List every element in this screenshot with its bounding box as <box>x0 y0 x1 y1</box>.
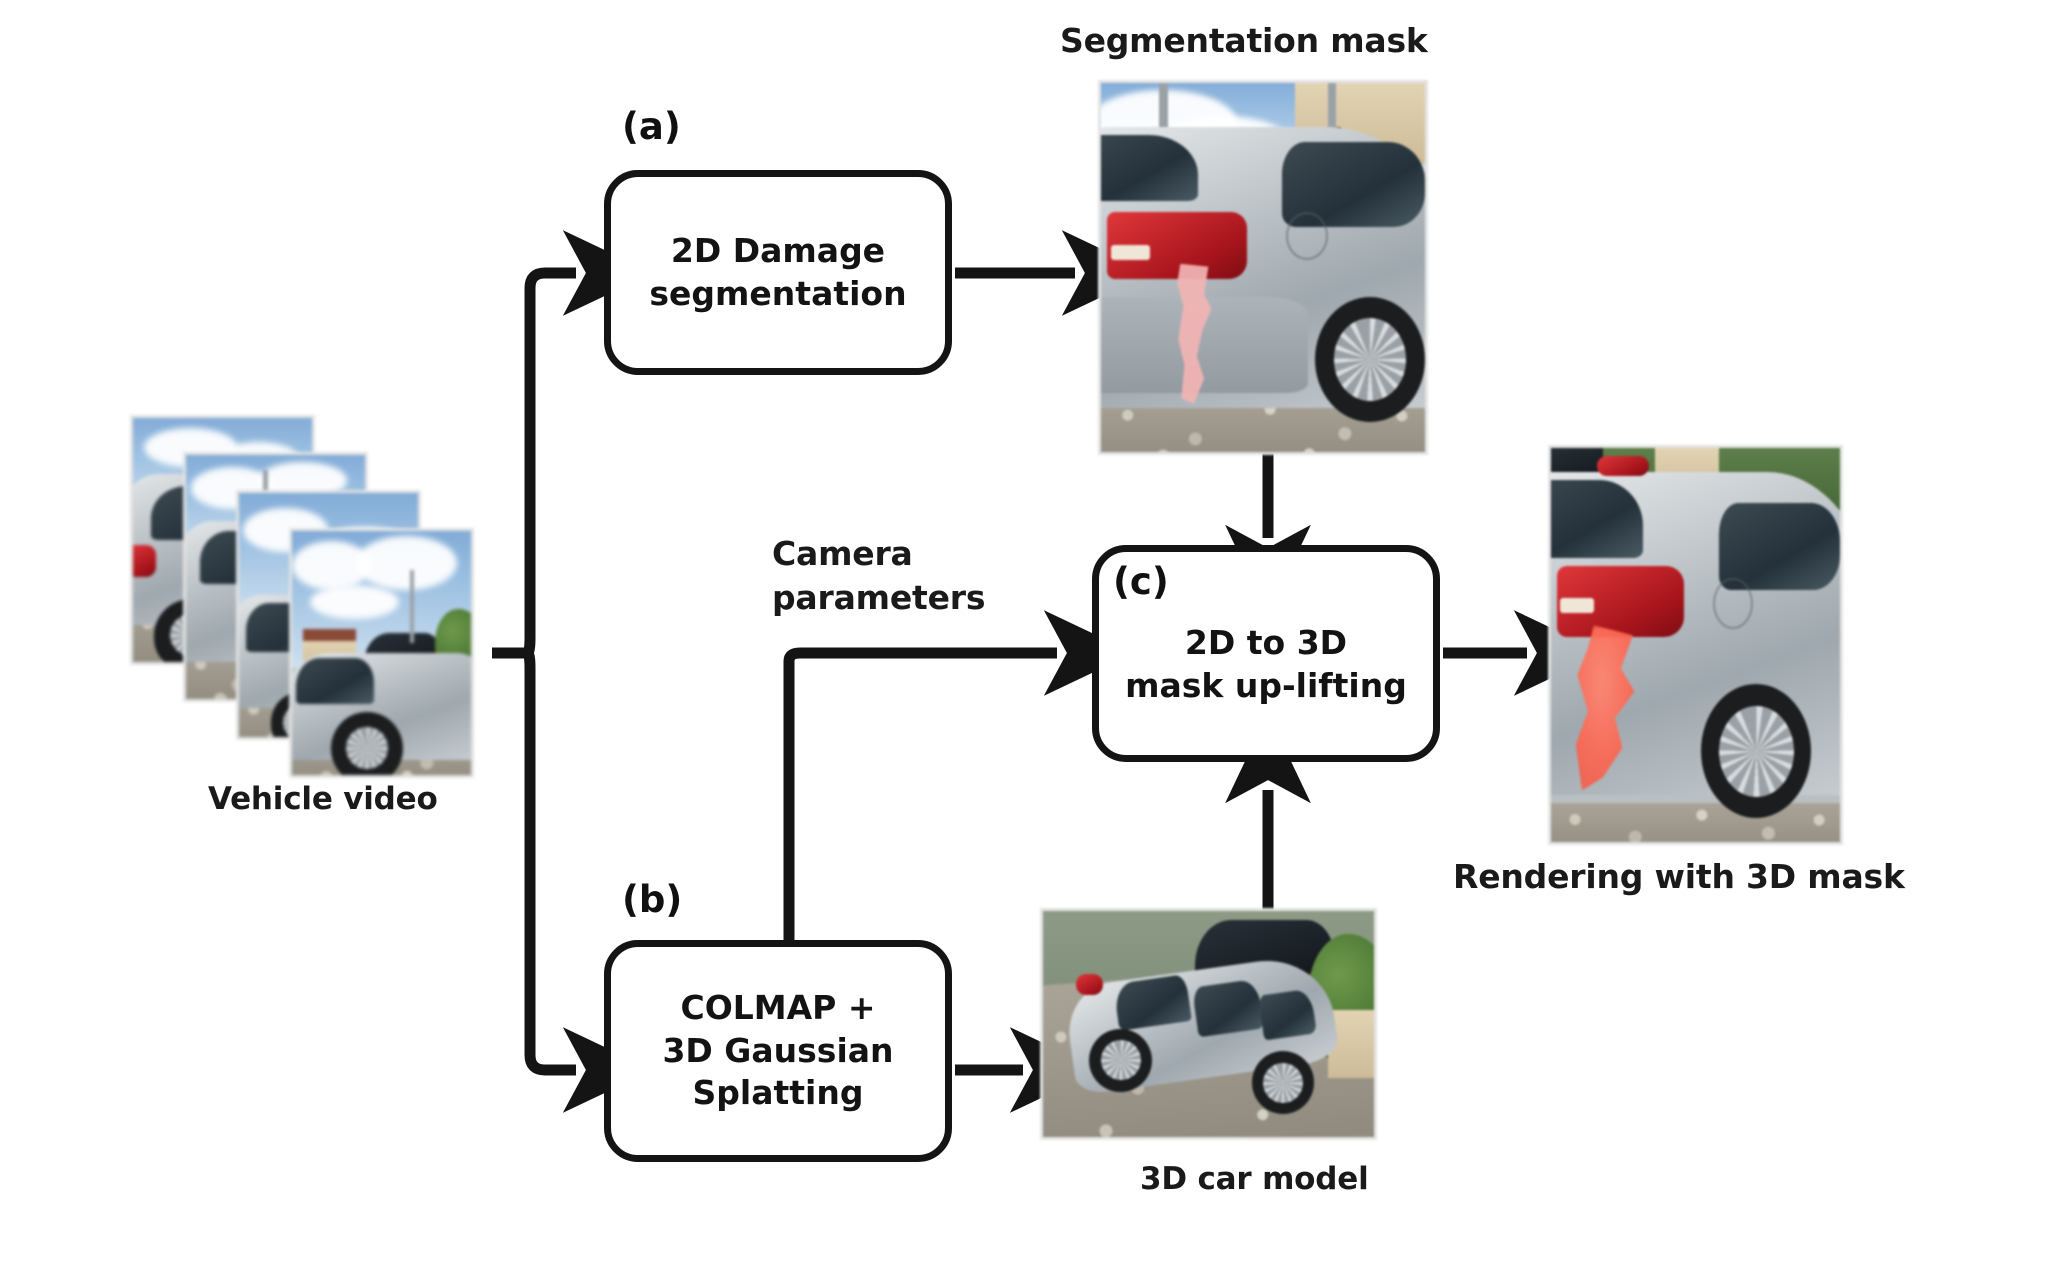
segmentation-mask-title: Segmentation mask <box>1060 21 1428 60</box>
edge-video-to-a <box>523 230 653 659</box>
process-box-2d-damage-segmentation[interactable]: 2D Damage segmentation <box>604 170 952 375</box>
process-box-c-text: 2D to 3D mask up-lifting <box>1125 622 1407 705</box>
edge-camera-parameters <box>783 610 1134 990</box>
rendering-image <box>1548 445 1843 845</box>
process-box-a-text: 2D Damage segmentation <box>649 230 907 313</box>
step-label-c: (c) <box>1113 560 1169 603</box>
step-label-b: (b) <box>622 878 683 921</box>
video-frame-4 <box>289 528 474 778</box>
segmentation-mask-image <box>1098 80 1428 455</box>
edge-video-to-b <box>523 647 653 1113</box>
step-label-a: (a) <box>622 105 681 148</box>
rendering-caption: Rendering with 3D mask <box>1453 857 1905 896</box>
car-model-caption: 3D car model <box>1140 1161 1369 1197</box>
process-box-b-text: COLMAP + 3D Gaussian Splatting <box>662 987 894 1113</box>
car-model-image <box>1040 908 1377 1140</box>
process-box-colmap-gaussian-splatting[interactable]: COLMAP + 3D Gaussian Splatting <box>604 940 952 1162</box>
camera-parameters-label: Camera parameters <box>772 534 986 617</box>
video-caption: Vehicle video <box>208 781 438 817</box>
